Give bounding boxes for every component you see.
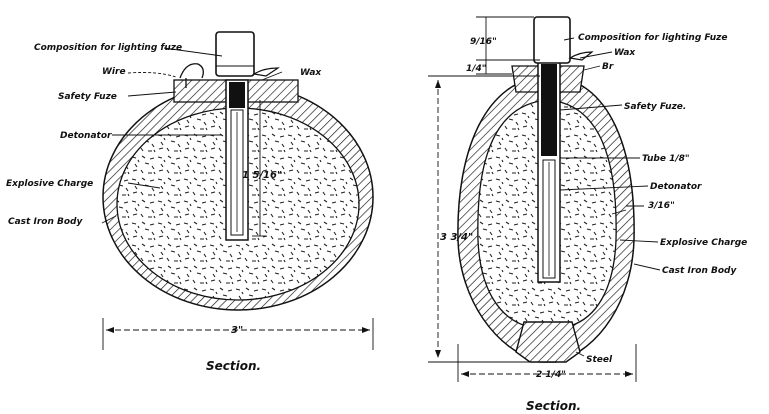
right-label-wax: Wax [614,48,636,58]
left-composition-cap [215,31,255,77]
right-dim-wall: 3/16" [648,201,675,211]
left-label-cast-iron-body: Cast Iron Body [8,217,83,227]
right-lever [568,51,594,61]
right-label-safety-fuze: Safety Fuze. [624,102,686,112]
left-label-wax: Wax [300,68,322,78]
right-caption: Section. [526,399,581,413]
right-steel-plug [515,321,581,363]
right-grenade: Composition for lighting Fuze Wax Br Saf… [428,16,747,413]
right-label-explosive-charge: Explosive Charge [660,238,747,248]
left-label-wire: Wire [102,67,126,77]
right-label-cast-iron-body: Cast Iron Body [662,266,737,276]
right-label-tube: Tube 1/8" [642,154,690,164]
left-dim-width: 3" [231,325,243,336]
right-dim-top-offset: 1/4" [466,64,487,74]
left-label-explosive-charge: Explosive Charge [6,179,93,189]
left-wire [179,63,204,88]
left-grenade: Composition for lighting fuze Wire Wax S… [6,31,374,373]
left-label-safety-fuze: Safety Fuze [58,92,117,102]
left-lever [252,67,280,77]
right-label-steel: Steel [586,355,613,365]
left-dim-detonator-length: 1 5/16" [242,170,282,181]
left-caption: Section. [206,359,261,373]
right-dim-width: 2 1/4" [536,370,566,380]
right-label-brass: Br [602,62,614,72]
right-label-composition: Composition for lighting Fuze [578,33,727,43]
right-composition-cap [533,16,571,64]
right-dim-cap-height: 9/16" [470,37,497,47]
left-label-composition: Composition for lighting fuze [34,43,182,53]
right-label-detonator: Detonator [650,182,702,192]
right-dim-height: 3 3/4" [440,232,473,243]
left-label-detonator: Detonator [60,131,112,141]
